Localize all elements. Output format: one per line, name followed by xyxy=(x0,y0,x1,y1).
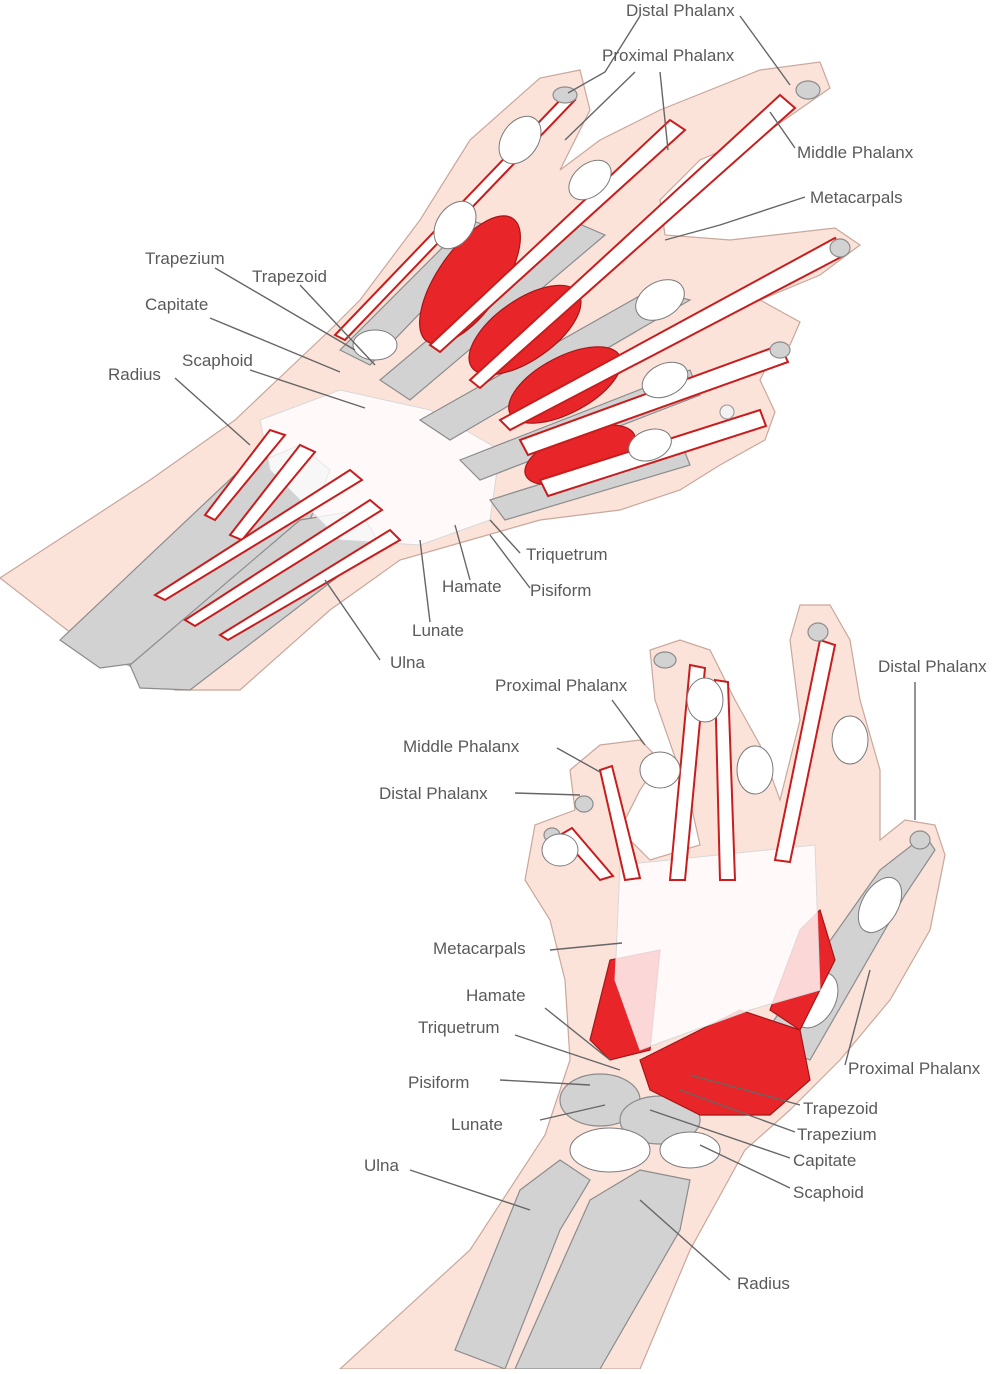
palmar-labels: Distal Phalanx Proximal Phalanx Middle P… xyxy=(364,657,987,1293)
dorsal-middle-tip xyxy=(795,80,821,100)
dorsal-little-tip xyxy=(769,341,791,359)
palmar-ring-tip xyxy=(574,795,594,813)
label-palmar-middle-phalanx: Middle Phalanx xyxy=(403,737,520,756)
label-dorsal-triquetrum: Triquetrum xyxy=(526,545,608,564)
label-dorsal-metacarpals: Metacarpals xyxy=(810,188,903,207)
label-palmar-trapezoid: Trapezoid xyxy=(803,1099,878,1118)
label-palmar-distal-phalanx-right: Distal Phalanx xyxy=(878,657,987,676)
palmar-leader-lines xyxy=(409,682,916,1281)
label-palmar-metacarpals: Metacarpals xyxy=(433,939,526,958)
palmar-thenar-muscle xyxy=(639,1009,811,1116)
palmar-thumb-tip xyxy=(909,830,931,850)
label-palmar-radius: Radius xyxy=(737,1274,790,1293)
dorsal-ring-tip xyxy=(829,238,851,258)
dorsal-labels: Distal Phalanx Proximal Phalanx Middle P… xyxy=(108,1,914,672)
label-palmar-ulna: Ulna xyxy=(364,1156,400,1175)
label-dorsal-hamate: Hamate xyxy=(442,577,502,596)
label-palmar-lunate: Lunate xyxy=(451,1115,503,1134)
label-palmar-pisiform: Pisiform xyxy=(408,1073,469,1092)
label-dorsal-radius: Radius xyxy=(108,365,161,384)
label-palmar-trapezium: Trapezium xyxy=(797,1125,877,1144)
palmar-flexor-retinaculum xyxy=(614,844,821,1051)
label-dorsal-capitate: Capitate xyxy=(145,295,208,314)
label-palmar-triquetrum: Triquetrum xyxy=(418,1018,500,1037)
label-palmar-proximal-phalanx-right: Proximal Phalanx xyxy=(848,1059,981,1078)
palmar-hand-illustration xyxy=(338,604,946,1370)
palmar-flexor-tendons xyxy=(558,638,837,882)
label-dorsal-trapezium: Trapezium xyxy=(145,249,225,268)
label-dorsal-trapezoid: Trapezoid xyxy=(252,267,327,286)
label-palmar-scaphoid: Scaphoid xyxy=(793,1183,864,1202)
palmar-index-tip xyxy=(653,651,677,669)
dorsal-leader-lines xyxy=(174,15,806,661)
label-palmar-capitate: Capitate xyxy=(793,1151,856,1170)
label-dorsal-scaphoid: Scaphoid xyxy=(182,351,253,370)
label-dorsal-pisiform: Pisiform xyxy=(530,581,591,600)
palmar-middle-tip xyxy=(807,622,829,642)
label-dorsal-lunate: Lunate xyxy=(412,621,464,640)
palmar-joint-ligaments xyxy=(541,677,869,867)
dorsal-sesamoid xyxy=(719,404,735,420)
label-dorsal-proximal-phalanx: Proximal Phalanx xyxy=(602,46,735,65)
label-dorsal-distal-phalanx: Distal Phalanx xyxy=(626,1,735,20)
label-palmar-distal-phalanx-left: Distal Phalanx xyxy=(379,784,488,803)
label-dorsal-middle-phalanx: Middle Phalanx xyxy=(797,143,914,162)
dorsal-extensor-tendons xyxy=(152,93,847,642)
label-dorsal-ulna: Ulna xyxy=(390,653,426,672)
label-palmar-proximal-phalanx-top: Proximal Phalanx xyxy=(495,676,628,695)
label-palmar-hamate: Hamate xyxy=(466,986,526,1005)
dorsal-hand-illustration xyxy=(0,61,862,691)
palmar-carpals-group xyxy=(559,1073,721,1173)
